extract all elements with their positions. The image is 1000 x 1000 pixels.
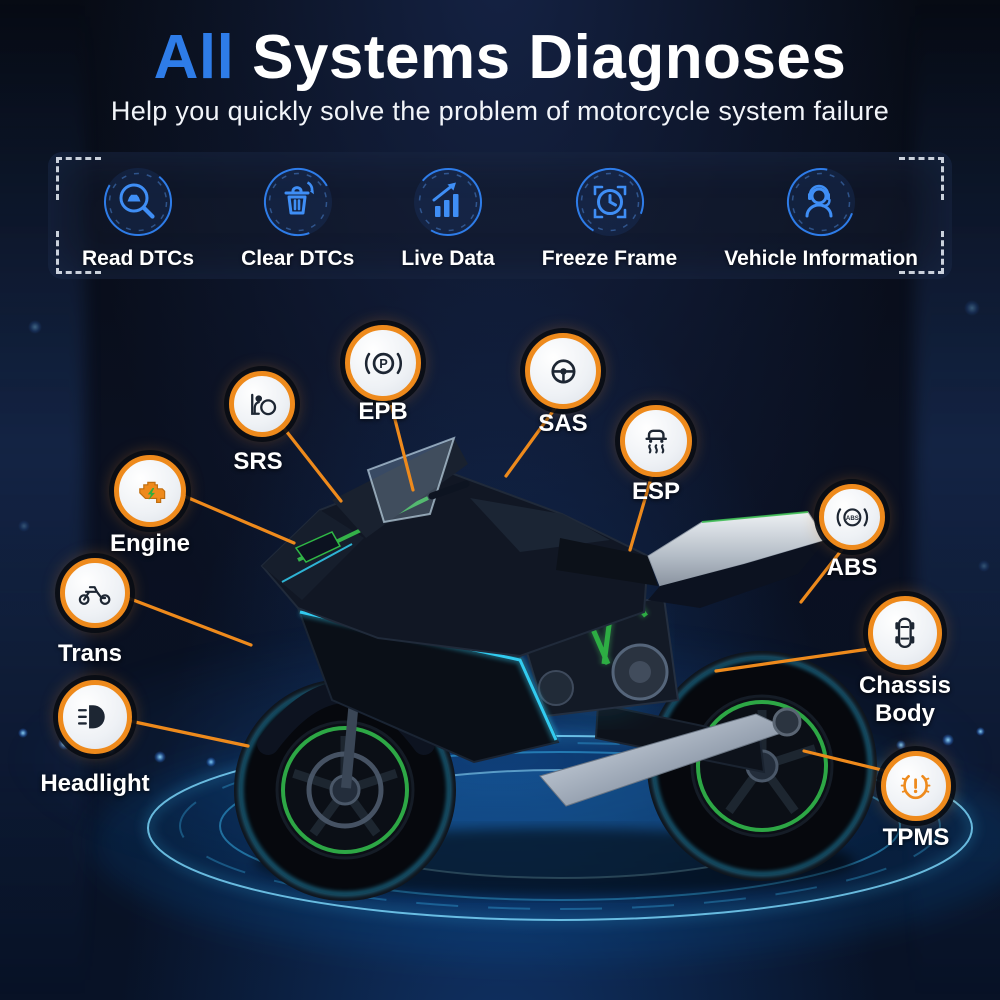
bar-chart-icon <box>414 167 483 236</box>
sas-badge <box>525 333 601 409</box>
svg-text:P: P <box>379 356 388 371</box>
epb-badge: P <box>345 325 421 401</box>
system-label-srs: SRS <box>233 448 283 475</box>
title-rest: Systems Diagnoses <box>234 23 847 92</box>
system-label-trans: Trans <box>57 640 123 667</box>
motorcycle-icon <box>79 586 111 606</box>
bokeh-dot <box>976 727 985 736</box>
bokeh-dot <box>964 300 980 316</box>
feature-label: Vehicle Information <box>724 246 918 270</box>
system-label-tpms: TPMS <box>882 824 950 851</box>
srs-badge <box>229 371 295 437</box>
title-accent: All <box>153 23 235 92</box>
engine-badge <box>114 455 186 527</box>
feature-live-data: Live Data <box>401 165 495 271</box>
abs-badge: ABS <box>819 484 885 550</box>
esp-badge <box>620 405 692 477</box>
system-label-esp: ESP <box>631 478 681 505</box>
headlight-icon <box>78 705 105 729</box>
feature-label: Live Data <box>401 246 495 270</box>
feature-label: Read DTCs <box>82 246 195 270</box>
feature-freeze-frame: Freeze Frame <box>542 165 677 271</box>
bokeh-dot <box>28 320 42 334</box>
headset-support-icon <box>787 167 856 236</box>
bokeh-dot <box>206 757 216 767</box>
trans-badge <box>60 558 130 628</box>
engine-icon <box>138 481 166 503</box>
bokeh-dot <box>848 746 861 759</box>
tire-pressure-icon <box>901 775 931 800</box>
corner-bracket <box>899 157 944 200</box>
bokeh-dot <box>800 752 810 762</box>
bokeh-dot <box>18 728 28 738</box>
system-label-engine: Engine <box>109 530 190 557</box>
steering-wheel-icon <box>550 358 576 384</box>
features-row: Read DTCs Clear DTCs <box>48 152 952 279</box>
clock-frame-icon <box>575 167 644 236</box>
svg-text:ABS: ABS <box>846 515 859 522</box>
feature-label: Clear DTCs <box>241 246 355 270</box>
corner-bracket <box>56 157 101 200</box>
chassis-badge <box>868 596 942 670</box>
car-search-icon <box>104 167 173 236</box>
tpms-badge <box>881 751 951 821</box>
airbag-icon <box>250 393 276 415</box>
system-label-headlight: Headlight <box>40 770 150 797</box>
system-label-chassis-body: Chassis Body <box>858 672 952 727</box>
feature-clear-dtcs: Clear DTCs <box>241 165 354 271</box>
feature-read-dtcs: Read DTCs <box>82 165 194 271</box>
feature-vehicle-information: Vehicle Information <box>724 165 918 271</box>
car-top-view-icon <box>895 617 915 649</box>
car-skid-icon <box>645 429 667 454</box>
headlight-badge <box>58 680 132 754</box>
system-label-epb: EPB <box>358 398 408 425</box>
corner-bracket <box>56 231 101 274</box>
trash-icon <box>263 167 332 236</box>
bokeh-dot <box>154 751 166 763</box>
bokeh-dot <box>978 560 990 572</box>
bokeh-dot <box>896 740 906 750</box>
page-subtitle: Help you quickly solve the problem of mo… <box>110 96 890 126</box>
system-label-sas: SAS <box>538 410 588 437</box>
abs-brake-icon: ABS <box>836 507 868 527</box>
bokeh-dot <box>942 734 954 746</box>
corner-bracket <box>899 231 944 274</box>
feature-label: Freeze Frame <box>541 246 678 270</box>
features-panel: Read DTCs Clear DTCs <box>48 152 952 279</box>
parking-brake-icon: P <box>364 352 402 374</box>
bokeh-dot <box>18 520 30 532</box>
system-label-abs: ABS <box>826 554 878 581</box>
page-title: All Systems Diagnoses <box>0 22 1000 93</box>
